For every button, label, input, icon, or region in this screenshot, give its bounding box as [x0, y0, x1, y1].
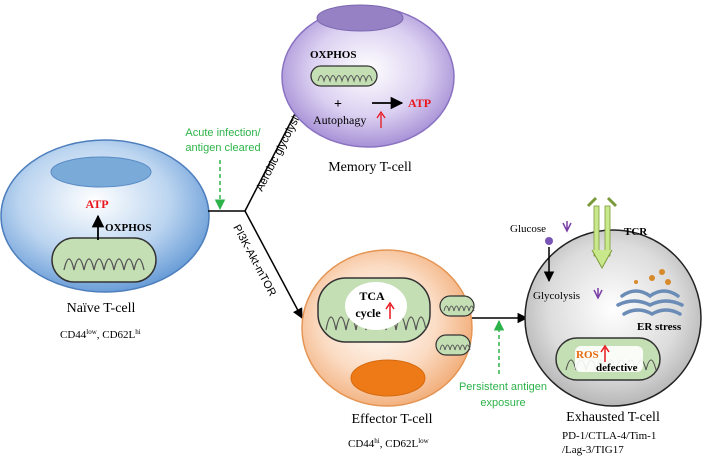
- effector-nucleus: [350, 359, 426, 397]
- naive-markers: CD44low, CD62Lhi: [60, 328, 141, 341]
- naive-nucleus: [50, 156, 152, 188]
- exhausted-markers-line1: PD-1/CTLA-4/Tim-1: [562, 430, 656, 442]
- naive-t-cell: ATP OXPHOS Naïve T-cell CD44low, CD62Lhi: [0, 139, 210, 341]
- pi3k-akt-mtor-arrow: [244, 210, 303, 319]
- er-icon: [616, 269, 684, 317]
- ros-up-arrowhead: [600, 344, 610, 353]
- aerobic-glycolysis-label: Aerobic glycolysis: [254, 110, 305, 194]
- memory-atp-label: ATP: [408, 96, 431, 110]
- memory-autophagy-up-arrowhead: [376, 110, 386, 119]
- effector-tca-line1: TCA: [359, 289, 385, 303]
- memory-cell-name: Memory T-cell: [328, 160, 412, 175]
- naive-cell-name: Naïve T-cell: [67, 301, 136, 316]
- effector-tca-up-arrowhead: [385, 301, 395, 310]
- naive-oxphos-label: OXPHOS: [105, 222, 151, 234]
- exhausted-cell-name: Exhausted T-cell: [566, 410, 660, 425]
- exhausted-markers-line2: /Lag-3/TIG17: [562, 444, 624, 456]
- aerobic-glycolysis-arrow: [244, 99, 303, 212]
- effector-large-mitochondrion: [317, 277, 431, 343]
- naive-mitochondrion: [51, 237, 157, 283]
- exhausted-mitochondrion: [555, 337, 661, 381]
- tcr-receptor-icon: [586, 196, 618, 270]
- acute-infection-label-line2: antigen cleared: [185, 142, 260, 154]
- glycolysis-label: Glycolysis: [533, 290, 580, 302]
- acute-infection-label-line1: Acute infection/: [185, 127, 261, 139]
- persistent-antigen-label-line1: Persistent antigen: [459, 381, 547, 393]
- effector-tca-line2: cycle: [355, 306, 381, 320]
- memory-nucleus: [316, 4, 404, 32]
- memory-plus-sign: +: [334, 97, 342, 112]
- effector-markers: CD44hi, CD62Llow: [348, 437, 430, 450]
- glucose-molecule-icon: [545, 237, 553, 245]
- tcr-label: TCR: [624, 226, 648, 238]
- memory-autophagy-label: Autophagy: [313, 113, 366, 127]
- er-stress-label: ER stress: [637, 321, 682, 333]
- defective-label: defective: [596, 362, 638, 374]
- naive-atp-label: ATP: [85, 197, 108, 211]
- effector-t-cell: TCA cycle Effector T-cell CD44hi, CD62Ll…: [301, 249, 475, 450]
- exhausted-t-cell: TCR Glucose Glycolysis ER stress ROS def…: [510, 196, 702, 456]
- memory-oxphos-label: OXPHOS: [310, 49, 356, 61]
- memory-t-cell: OXPHOS + ATP Autophagy Memory T-cell: [281, 4, 455, 175]
- memory-mitochondrion: [310, 65, 378, 87]
- effector-cell-name: Effector T-cell: [352, 412, 433, 427]
- glucose-down-arrow-icon: [562, 221, 572, 233]
- glucose-label: Glucose: [510, 223, 546, 235]
- glycolysis-down-arrow-icon: [593, 288, 603, 300]
- effector-small-mitochondrion-2: [435, 334, 471, 356]
- ros-label: ROS: [576, 349, 599, 361]
- effector-small-mitochondrion-1: [439, 295, 475, 317]
- persistent-antigen-label-line2: exposure: [480, 397, 525, 409]
